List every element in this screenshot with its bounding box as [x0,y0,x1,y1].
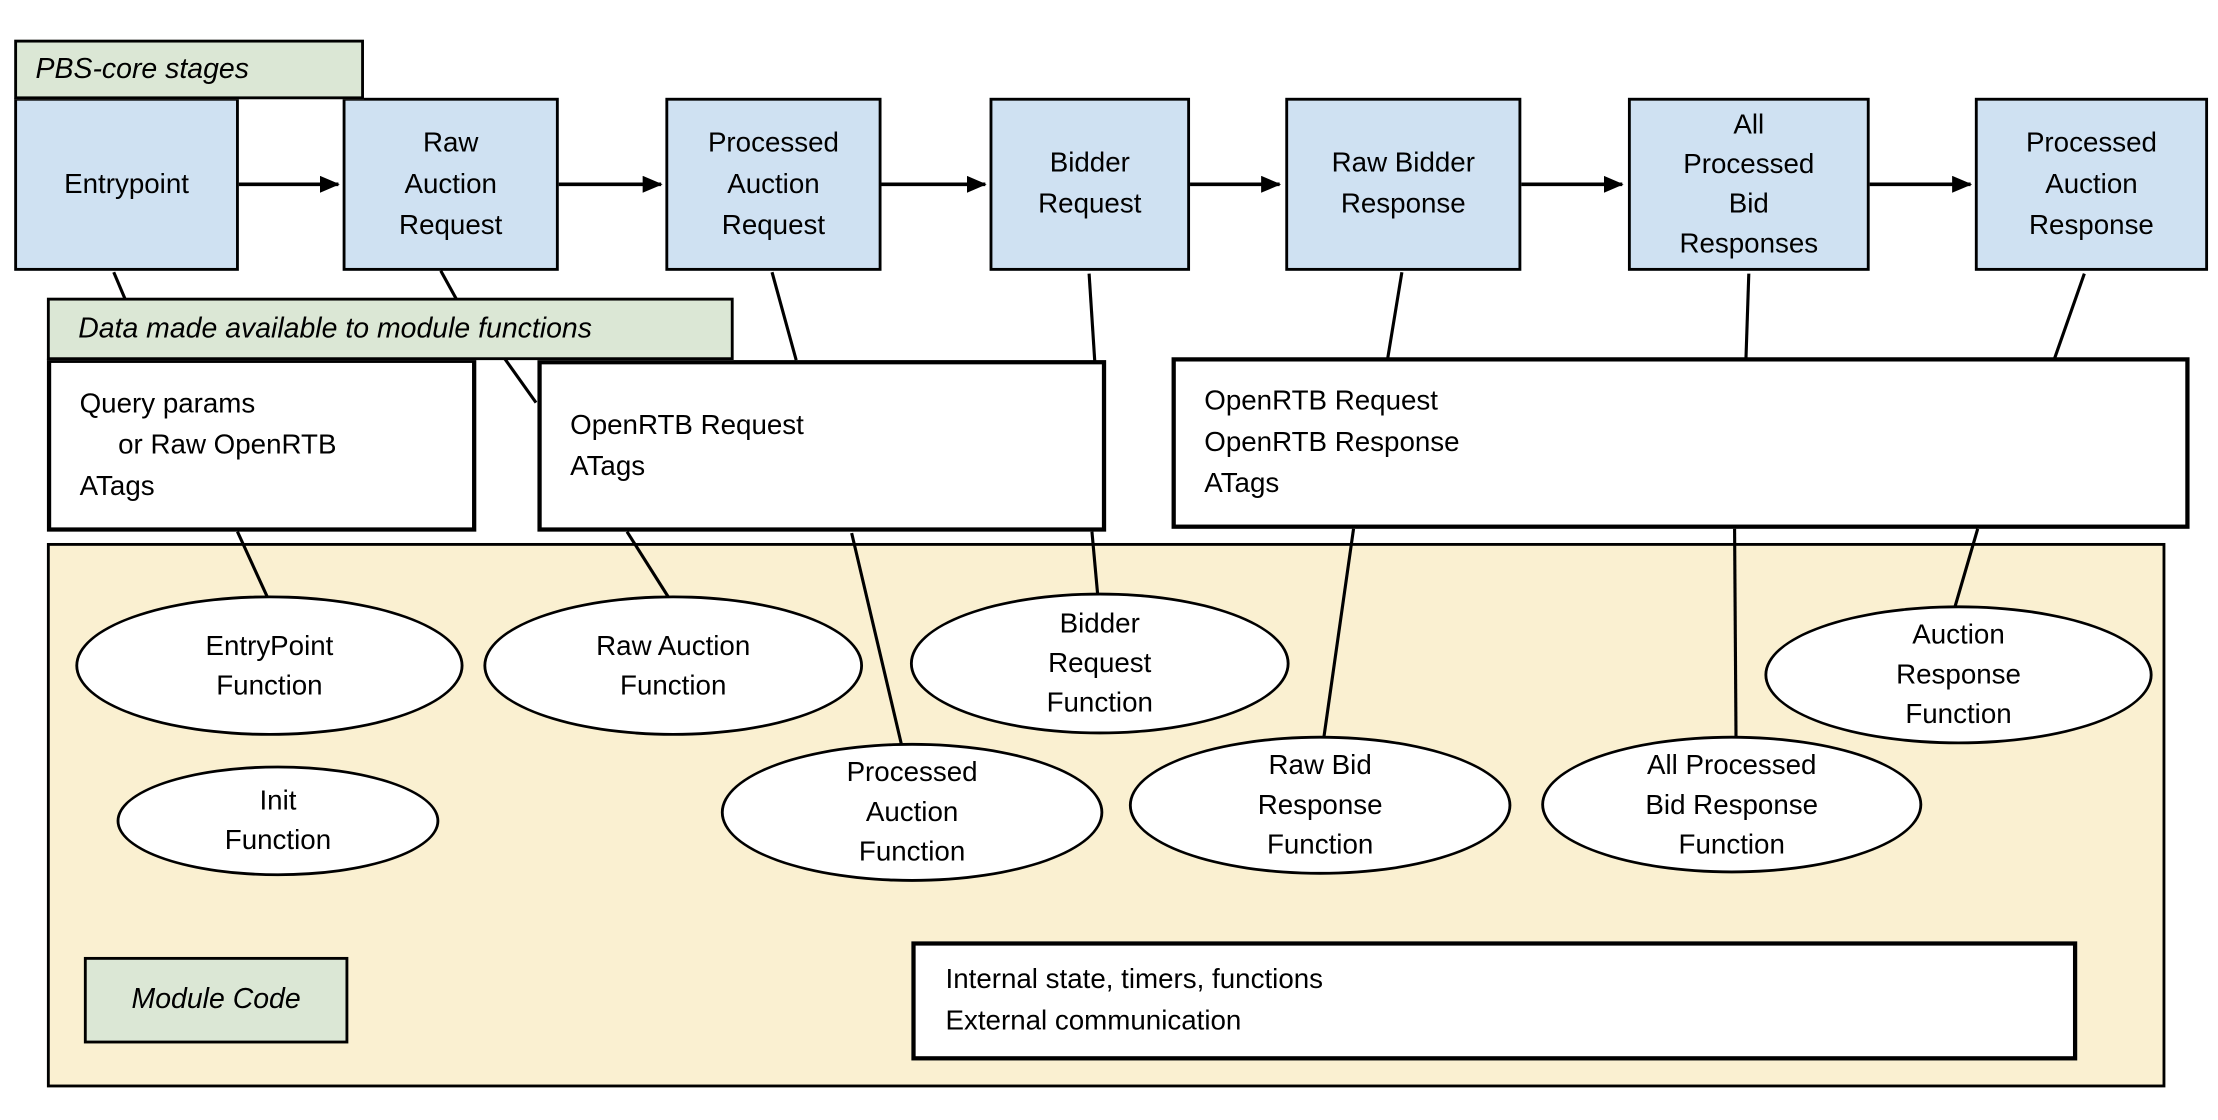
connector-line [1744,273,1751,359]
function-label: All Processed Bid Response Function [1645,749,1819,860]
function-label: EntryPoint Function [205,630,334,702]
internal-state-label: Internal state, timers, functions Extern… [945,964,1324,1037]
function-label: Auction Response Function [1896,619,2021,731]
function-label: Processed Auction Function [846,757,978,868]
connector-line [770,271,798,361]
connector-line [439,270,458,300]
stage-label: All Processed Bid Responses [1679,109,1819,260]
legend-data-available-label: Data made available to module functions [78,312,592,344]
function-bidder-request: Bidder Request Function [909,592,1290,735]
stage-label: Raw Auction Request [399,126,503,241]
stage-entrypoint: Entrypoint [14,97,239,271]
connector-line [1386,271,1404,359]
function-label: Bidder Request Function [1046,608,1153,719]
connector-line [1087,273,1097,362]
stage-processed-auction-response: Processed Auction Response [1974,97,2209,271]
function-entrypoint: EntryPoint Function [75,595,464,736]
function-label: Raw Auction Function [596,630,751,702]
stage-label: Processed Auction Response [2025,126,2157,241]
stage-label: Bidder Request [1038,147,1142,220]
internal-state-box: Internal state, timers, functions Extern… [911,941,2078,1061]
legend-module-code-label: Module Code [131,983,301,1016]
databox-label: Query params or Raw OpenRTB ATags [79,387,337,502]
function-auction-response: Auction Response Function [1764,605,2153,745]
stage-label: Raw Bidder Response [1331,147,1475,220]
databox-label: OpenRTB Request ATags [570,409,804,482]
legend-data-available: Data made available to module functions [46,297,734,361]
databox-label: OpenRTB Request OpenRTB Response ATags [1204,385,1460,500]
function-raw-bid-response: Raw Bid Response Function [1128,735,1512,875]
function-label: Raw Bid Response Function [1257,749,1383,861]
stage-processed-auction-request: Processed Auction Request [665,97,882,271]
stage-raw-auction-request: Raw Auction Request [342,97,559,271]
databox-openrtb-request: OpenRTB Request ATags [537,360,1107,532]
legend-module-code: Module Code [83,956,349,1044]
databox-query-params: Query params or Raw OpenRTB ATags [46,358,477,532]
legend-pbs-core-stages: PBS-core stages [14,39,364,100]
stage-label: Entrypoint [64,167,189,200]
connector-line [503,357,538,404]
function-raw-auction: Raw Auction Function [483,595,864,736]
databox-openrtb-request-response: OpenRTB Request OpenRTB Response ATags [1171,357,2190,529]
function-processed-auction: Processed Auction Function [720,742,1104,882]
stage-label: Processed Auction Request [707,126,839,241]
connector-line [112,271,127,300]
function-all-processed-bid-response: All Processed Bid Response Function [1541,735,1923,874]
legend-pbs-core-stages-label: PBS-core stages [35,53,249,85]
stage-bidder-request: Bidder Request [989,97,1191,271]
stage-raw-bidder-response: Raw Bidder Response [1285,97,1522,271]
function-init: Init Function [116,765,440,877]
function-label: Init Function [224,785,332,857]
connector-line [2053,273,2086,360]
stage-all-processed-bid-responses: All Processed Bid Responses [1627,97,1870,271]
